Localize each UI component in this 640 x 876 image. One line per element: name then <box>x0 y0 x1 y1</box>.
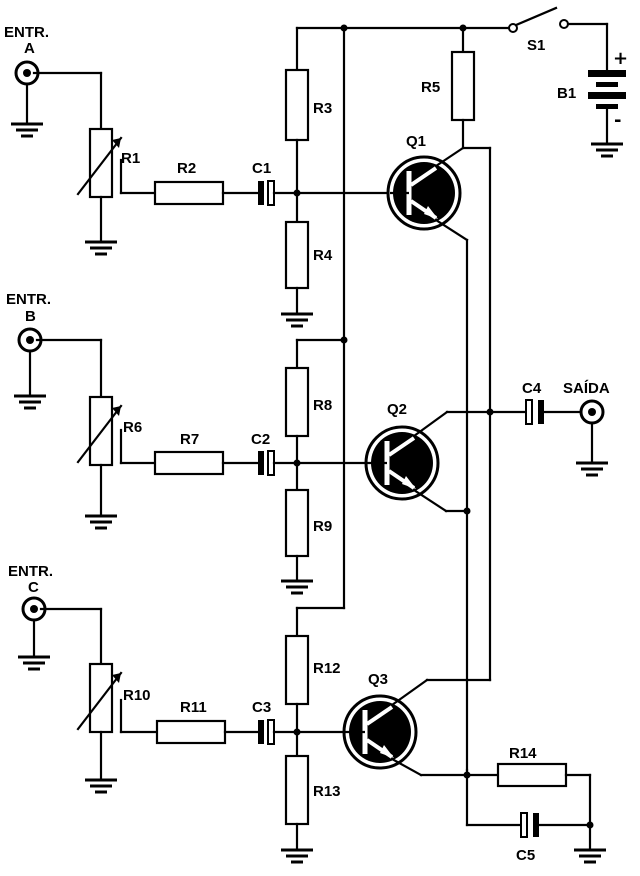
resistor-r11: R11 <box>155 699 260 745</box>
q1-label: Q1 <box>406 133 426 150</box>
c4-label: C4 <box>522 380 542 397</box>
input-b-jack: ENTR. B <box>6 291 103 410</box>
r7-label: R7 <box>180 431 199 448</box>
input-c-line1: ENTR. <box>8 563 53 580</box>
r14-label: R14 <box>509 745 537 762</box>
c1-label: C1 <box>252 160 271 177</box>
r2-label: R2 <box>177 160 196 177</box>
capacitor-c5: C5 <box>465 768 608 864</box>
r5-label: R5 <box>421 79 440 96</box>
c2-label: C2 <box>251 431 270 448</box>
resistor-r2: R2 <box>153 160 260 206</box>
r4-label: R4 <box>313 247 333 264</box>
r1-label: R1 <box>121 150 140 167</box>
c5-label: C5 <box>516 847 535 864</box>
battery-label: B1 <box>557 85 576 102</box>
q3-label: Q3 <box>368 671 388 688</box>
resistor-r4: R4 <box>279 220 333 328</box>
output-jack: SAÍDA <box>563 380 610 477</box>
resistor-r12: R12 <box>284 634 341 758</box>
r13-label: R13 <box>313 783 341 800</box>
battery-minus: - <box>614 110 621 131</box>
transistor-q1: Q1 <box>386 133 492 772</box>
switch-label: S1 <box>527 37 545 54</box>
input-a-jack: ENTR. A <box>4 24 103 138</box>
collector-bus <box>486 146 494 682</box>
capacitor-c4: C4 <box>522 380 583 425</box>
transistor-q2: Q2 <box>364 401 528 515</box>
r12-label: R12 <box>313 660 341 677</box>
r8-label: R8 <box>313 397 332 414</box>
resistor-r13: R13 <box>279 754 341 864</box>
q2-label: Q2 <box>387 401 407 418</box>
battery-b1: + - B1 <box>557 48 628 158</box>
resistor-r8: R8 <box>284 366 332 492</box>
transistor-q3: Q3 <box>342 671 500 777</box>
resistor-r7: R7 <box>153 431 260 476</box>
input-a-line2: A <box>24 40 35 57</box>
r9-label: R9 <box>313 518 332 535</box>
resistor-r5: R5 <box>421 26 476 150</box>
input-b-line1: ENTR. <box>6 291 51 308</box>
capacitor-c1: C1 <box>252 160 392 206</box>
input-c-jack: ENTR. C <box>8 563 103 671</box>
input-a-line1: ENTR. <box>4 24 49 41</box>
potentiometer-r1: R1 <box>76 71 157 256</box>
resistor-r14: R14 <box>463 745 592 850</box>
potentiometer-r6: R6 <box>76 338 157 530</box>
output-label: SAÍDA <box>563 380 610 397</box>
r11-label: R11 <box>180 699 207 716</box>
input-c-line2: C <box>28 579 39 596</box>
input-b-line2: B <box>25 308 36 325</box>
r10-label: R10 <box>123 687 151 704</box>
potentiometer-r10: R10 <box>76 607 159 794</box>
resistor-r3: R3 <box>284 68 332 224</box>
resistor-r9: R9 <box>279 488 332 595</box>
c3-label: C3 <box>252 699 271 716</box>
capacitor-c3: C3 <box>252 699 346 745</box>
battery-plus: + <box>613 48 628 69</box>
switch-s1: S1 <box>508 6 609 72</box>
capacitor-c2: C2 <box>251 431 368 476</box>
power-rail <box>295 24 515 638</box>
r6-label: R6 <box>123 419 142 436</box>
r3-label: R3 <box>313 100 332 117</box>
